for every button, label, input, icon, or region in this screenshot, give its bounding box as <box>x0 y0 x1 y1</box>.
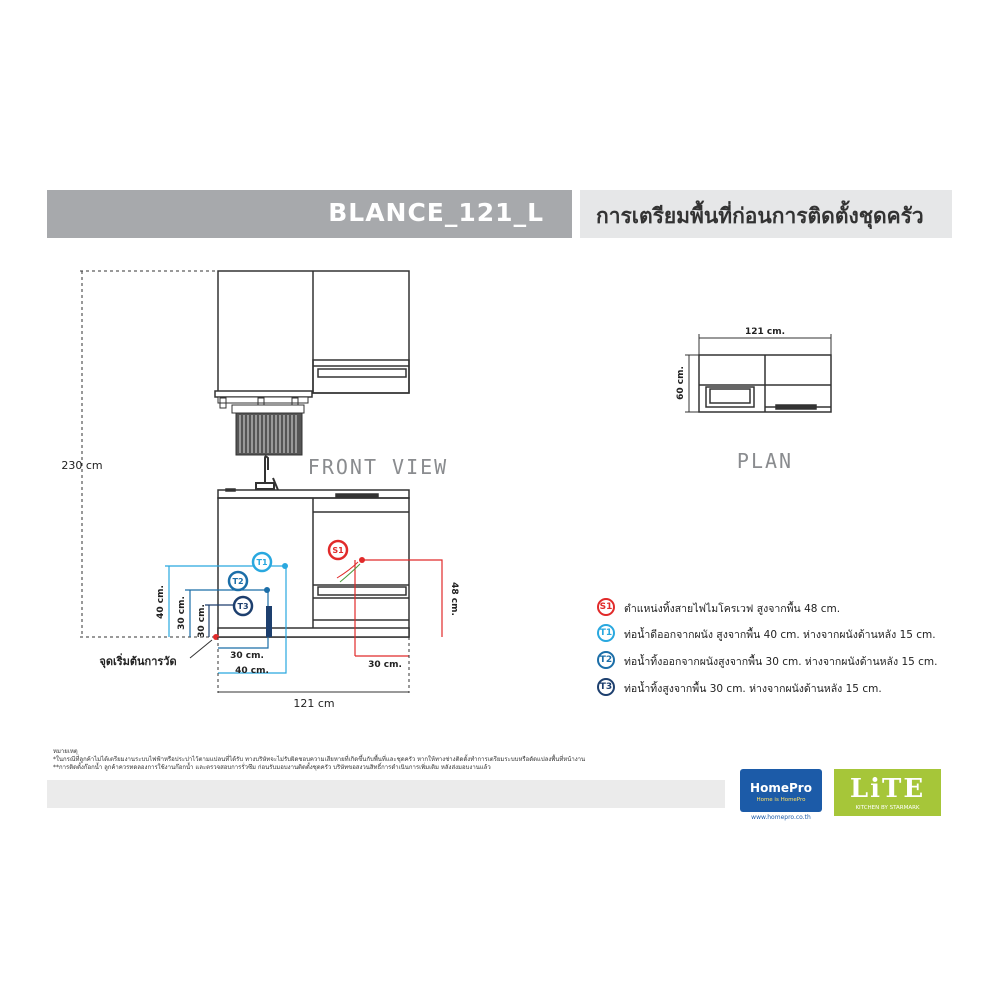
t2-legend-icon: T2 <box>597 651 615 669</box>
legend-text: ท่อน้ำดีออกจากผนัง สูงจากพื้น 40 cm. ห่า… <box>624 629 936 641</box>
t2-height-label: 30 cm. <box>177 596 187 630</box>
homepro-logo-tagline: Home is HomePro <box>756 797 806 803</box>
t1-legend-icon: T1 <box>597 624 615 642</box>
title-header: การเตรียมพื้นที่ก่อนการติดตั้งชุดครัว <box>580 190 952 238</box>
front-view-label: FRONT VIEW <box>308 455 448 479</box>
height-dimension-label: 230 cm <box>61 459 102 472</box>
svg-text:T3: T3 <box>237 602 248 611</box>
t1-height-label: 40 cm. <box>156 585 166 619</box>
homepro-logo-name: HomePro <box>750 781 812 795</box>
lite-logo-name: LiTE <box>849 774 926 804</box>
svg-text:S1: S1 <box>332 546 344 555</box>
s1-legend-icon: S1 <box>597 598 615 616</box>
range-hood <box>217 396 309 456</box>
plan-label: PLAN <box>737 449 793 473</box>
t1-marker: T1 <box>251 551 288 573</box>
width-dimension-label: 121 cm <box>293 697 334 710</box>
s1-height-label: 48 cm. <box>449 582 459 616</box>
homepro-logo: HomePro Home is HomePro <box>740 769 822 812</box>
legend-text: ตำแหน่งทิ้งสายไฟไมโครเวฟ สูงจากพื้น 48 c… <box>624 603 841 615</box>
notes-line-1: *ในกรณีที่ลูกค้าไม่ได้เตรียมงานระบบไฟฟ้า… <box>53 756 586 763</box>
svg-text:T2: T2 <box>232 577 243 586</box>
model-header: BLANCE_121_L <box>47 190 572 238</box>
plan-width-label: 121 cm. <box>745 327 785 337</box>
plan-view <box>698 354 832 413</box>
lite-logo: LiTE KITCHEN BY STARMARK <box>834 769 941 816</box>
start-point-leader <box>189 639 213 659</box>
t1-guide <box>165 565 287 674</box>
lite-logo-tagline: KITCHEN BY STARMARK <box>855 805 920 811</box>
s1-offset-label: 30 cm. <box>368 660 402 670</box>
svg-text:T1: T1 <box>256 558 267 567</box>
notes: หมายเหตุ *ในกรณีที่ลูกค้าไม่ได้เตรียมงาน… <box>53 748 585 772</box>
faucet <box>255 455 279 491</box>
plan-depth-label: 60 cm. <box>676 366 686 400</box>
t2-offset-label: 30 cm. <box>230 651 264 661</box>
legend-text: ท่อน้ำทิ้งออกจากผนังสูงจากพื้น 30 cm. ห่… <box>624 656 938 668</box>
upper-cabinet <box>214 270 410 398</box>
footer-bar <box>47 780 725 808</box>
page-title: การเตรียมพื้นที่ก่อนการติดตั้งชุดครัว <box>596 204 924 228</box>
t2-marker: T2 <box>227 570 270 593</box>
model-name: BLANCE_121_L <box>328 198 544 227</box>
width-dimension <box>217 637 410 693</box>
notes-line-2: **การติดตั้งก๊อกน้ำ ลูกค้าควรทดลองการใช้… <box>53 764 491 771</box>
s1-marker: S1 <box>327 539 365 563</box>
start-point-label: จุดเริ่มต้นการวัด <box>99 653 176 669</box>
t3-marker: T3 <box>232 595 254 617</box>
homepro-url: www.homepro.co.th <box>751 814 811 821</box>
t3-height-label: 30 cm. <box>197 604 207 638</box>
lower-cabinet <box>217 488 410 638</box>
s1-guide <box>354 559 443 657</box>
height-dimension <box>80 270 218 637</box>
plan-depth-dimension <box>685 354 699 413</box>
t1-offset-label: 40 cm. <box>235 666 269 676</box>
s1-wires <box>336 561 361 583</box>
drain-pipe <box>266 606 272 637</box>
plan-width-dimension <box>698 334 832 355</box>
legend-text: ท่อน้ำทิ้งสูงจากพื้น 30 cm. ห่างจากผนังด… <box>624 683 882 695</box>
t3-legend-icon: T3 <box>597 678 615 696</box>
notes-heading: หมายเหตุ <box>53 748 78 755</box>
